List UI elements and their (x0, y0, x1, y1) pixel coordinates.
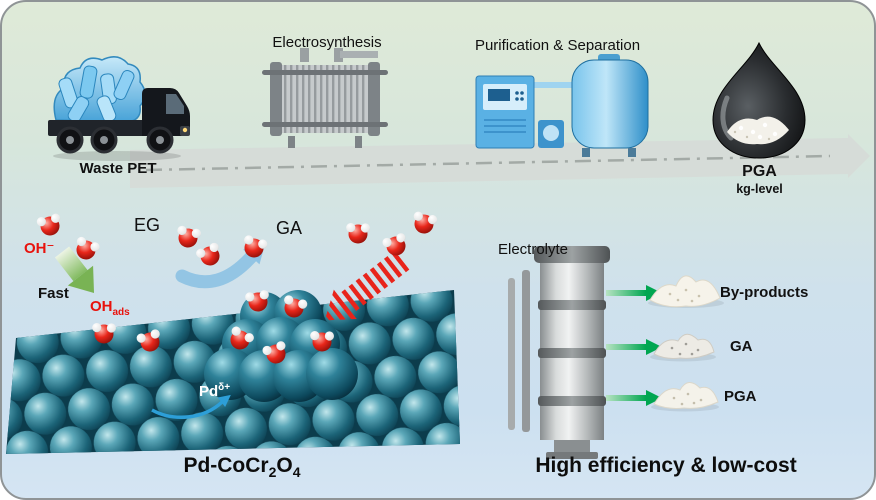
separation-column-graphic (508, 246, 724, 459)
product-arrow-icon (606, 285, 662, 301)
ga-product-label: GA (730, 338, 753, 355)
cabinet-vents (484, 119, 526, 133)
electrolyzer-leg (355, 136, 362, 148)
process-band-arrowhead (848, 134, 870, 178)
electrolyzer-port (334, 48, 343, 62)
process-band-dashed-line (145, 154, 831, 172)
electrolyzer-cells (283, 65, 367, 133)
electrolyzer-endplate (270, 62, 282, 136)
tank-leg (628, 148, 636, 157)
truck-shadow (53, 151, 181, 161)
electron-transfer-arrow-icon (151, 394, 231, 419)
green-oh-arrow-icon (54, 246, 95, 293)
column-flange (538, 348, 606, 358)
truck-headlight (182, 127, 188, 133)
pga-product-icon (712, 41, 806, 159)
purification-equipment-icon (475, 54, 649, 157)
crystal-speckles (738, 122, 778, 140)
process-arrow-band-icon (130, 134, 870, 188)
purification-label: Purification & Separation (474, 37, 641, 54)
catalyst-mechanism-graphic (6, 210, 460, 454)
purification-tank (571, 59, 649, 149)
oh-minus-label: OH⁻ (24, 240, 55, 257)
cabinet-buttons (515, 91, 524, 101)
kg-level-label: kg-level (736, 182, 783, 196)
electrolyzer-pipe (340, 51, 378, 58)
electrolyte-label: Electrolyte (498, 241, 569, 258)
pga-pile-icon (651, 382, 719, 412)
pump-dial (543, 125, 559, 141)
electrolyzer-endplate (368, 62, 380, 136)
column-lid (534, 246, 610, 263)
ga-pile-icon (650, 333, 716, 362)
efficiency-caption: High efficiency & low-cost (535, 454, 797, 477)
electrolyzer-leg (288, 136, 295, 148)
pd-delta-label: Pdδ+ (199, 382, 231, 401)
tank-leg (582, 148, 590, 157)
fast-label: Fast (38, 285, 69, 302)
product-arrow-icon (606, 339, 662, 355)
column-pedestal (554, 440, 590, 452)
oh-ads-label: OHads (90, 298, 130, 318)
column-flange (538, 300, 606, 310)
ga-label: GA (276, 218, 303, 238)
truck-windshield (166, 94, 184, 114)
electrolyzer-tie-rod (262, 122, 388, 127)
waste-pet-label: Waste PET (79, 160, 157, 177)
electrolyzer-port (300, 48, 309, 62)
pga-product-label: PGA (724, 388, 757, 405)
crystal-dots (733, 130, 771, 141)
electrosynthesis-label: Electrosynthesis (272, 34, 382, 51)
column-flange (538, 396, 606, 406)
catalyst-caption: Pd-CoCr2O4 (183, 454, 301, 481)
product-arrow-icon (606, 390, 662, 406)
column-rod (508, 278, 515, 430)
truck-wheels (56, 126, 174, 154)
column-rod (522, 270, 530, 432)
waste-pet-truck-icon (48, 56, 190, 161)
column-base (546, 452, 598, 459)
droplet-highlight (720, 95, 734, 141)
plastic-bottles (58, 65, 135, 123)
electrolyzer-tie-rod (262, 70, 388, 75)
red-striped-arrow-icon (324, 250, 410, 321)
purification-pipe (534, 82, 578, 88)
eg-label: EG (134, 215, 161, 235)
pga-crystals (727, 116, 789, 145)
electrolyzer-icon (262, 48, 388, 148)
by-products-pile-icon (648, 275, 724, 308)
by-products-label: By-products (720, 284, 809, 301)
cabinet-display (488, 89, 510, 101)
pga-label: PGA (742, 163, 777, 180)
